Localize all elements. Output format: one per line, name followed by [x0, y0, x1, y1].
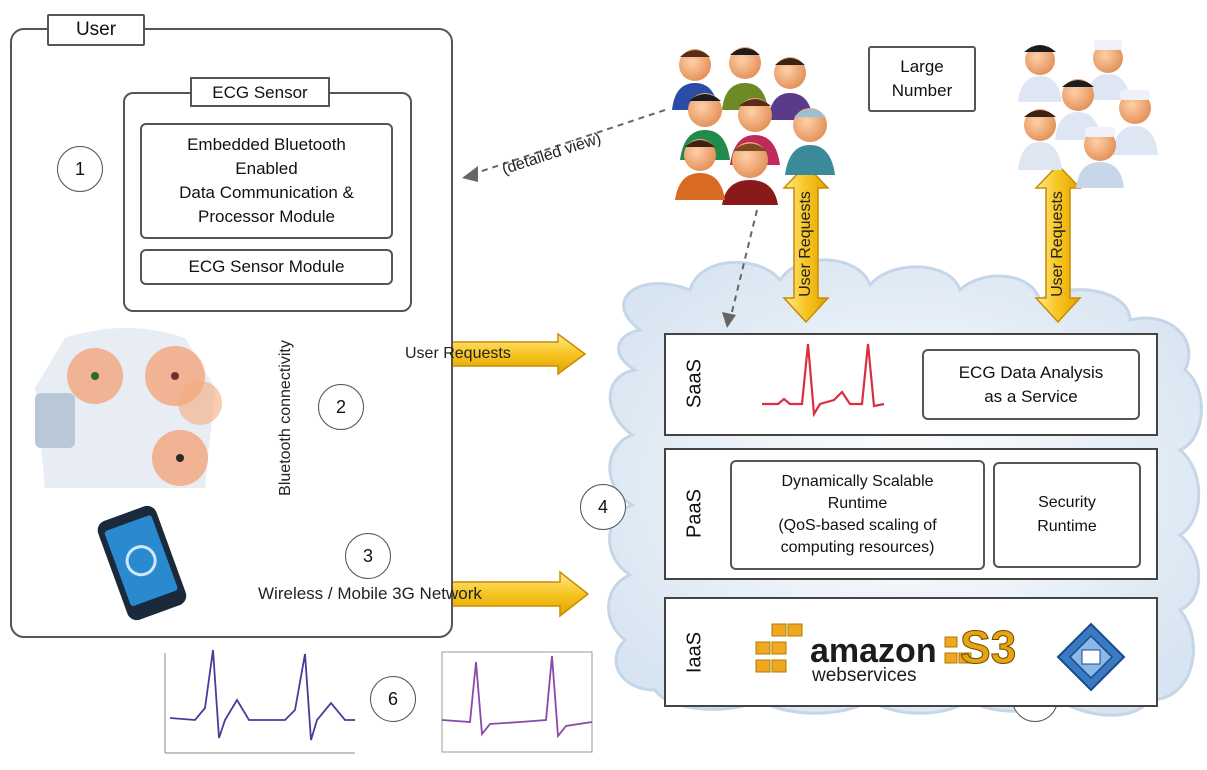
large-number-box: Large Number — [868, 46, 976, 112]
step-4-circle: 4 — [580, 484, 626, 530]
user-requests-text: User Requests — [405, 345, 511, 362]
ecg-sensor-module-box: ECG Sensor Module — [140, 249, 393, 285]
ecg-plot-right-icon — [441, 651, 593, 753]
saas-label: SaaS — [683, 359, 706, 408]
network-text: Wireless / Mobile 3G Network — [258, 584, 482, 603]
bluetooth-connectivity-text: Bluetooth connectivity — [277, 340, 294, 496]
aws-cube-icon — [1056, 622, 1126, 692]
ecg-sensor-label: ECG Sensor — [190, 77, 330, 107]
user-requests-right-text: User Requests — [1049, 191, 1066, 297]
amazon-wordmark: amazon — [810, 632, 937, 670]
smartphone-icon — [97, 505, 187, 621]
step-6-circle: 6 — [370, 676, 416, 722]
step-3-circle: 3 — [345, 533, 391, 579]
bluetooth-module-box: Embedded Bluetooth Enabled Data Communic… — [140, 123, 393, 239]
user-requests-vertical-right — [1034, 163, 1082, 324]
ecg-plot-left-icon — [164, 649, 355, 754]
detailed-view-arrows — [469, 109, 758, 321]
step-1-circle: 1 — [57, 146, 103, 192]
ecg-waveform-icon — [762, 343, 885, 418]
cloud-arrowhead — [722, 312, 736, 328]
paas-label: PaaS — [683, 489, 706, 538]
doctors-group-icon — [1018, 40, 1158, 188]
ecg-analysis-service-box: ECG Data Analysis as a Service — [922, 349, 1140, 420]
user-label: User — [47, 14, 145, 46]
user-requests-vertical-left — [782, 163, 830, 324]
amazon-logo-icon — [755, 623, 803, 673]
security-runtime-box: Security Runtime — [993, 462, 1141, 568]
scalable-runtime-box: Dynamically Scalable Runtime (QoS-based … — [730, 460, 985, 570]
s3-wordmark: S3 — [959, 621, 1017, 673]
webservices-wordmark: webservices — [812, 665, 917, 686]
iaas-label: IaaS — [683, 631, 706, 674]
s3-logo-icon — [944, 636, 972, 664]
users-group-icon — [672, 47, 835, 205]
step-2-circle: 2 — [318, 384, 364, 430]
detailed-view-arrowhead — [462, 166, 478, 182]
body-sensor-image — [35, 328, 222, 488]
